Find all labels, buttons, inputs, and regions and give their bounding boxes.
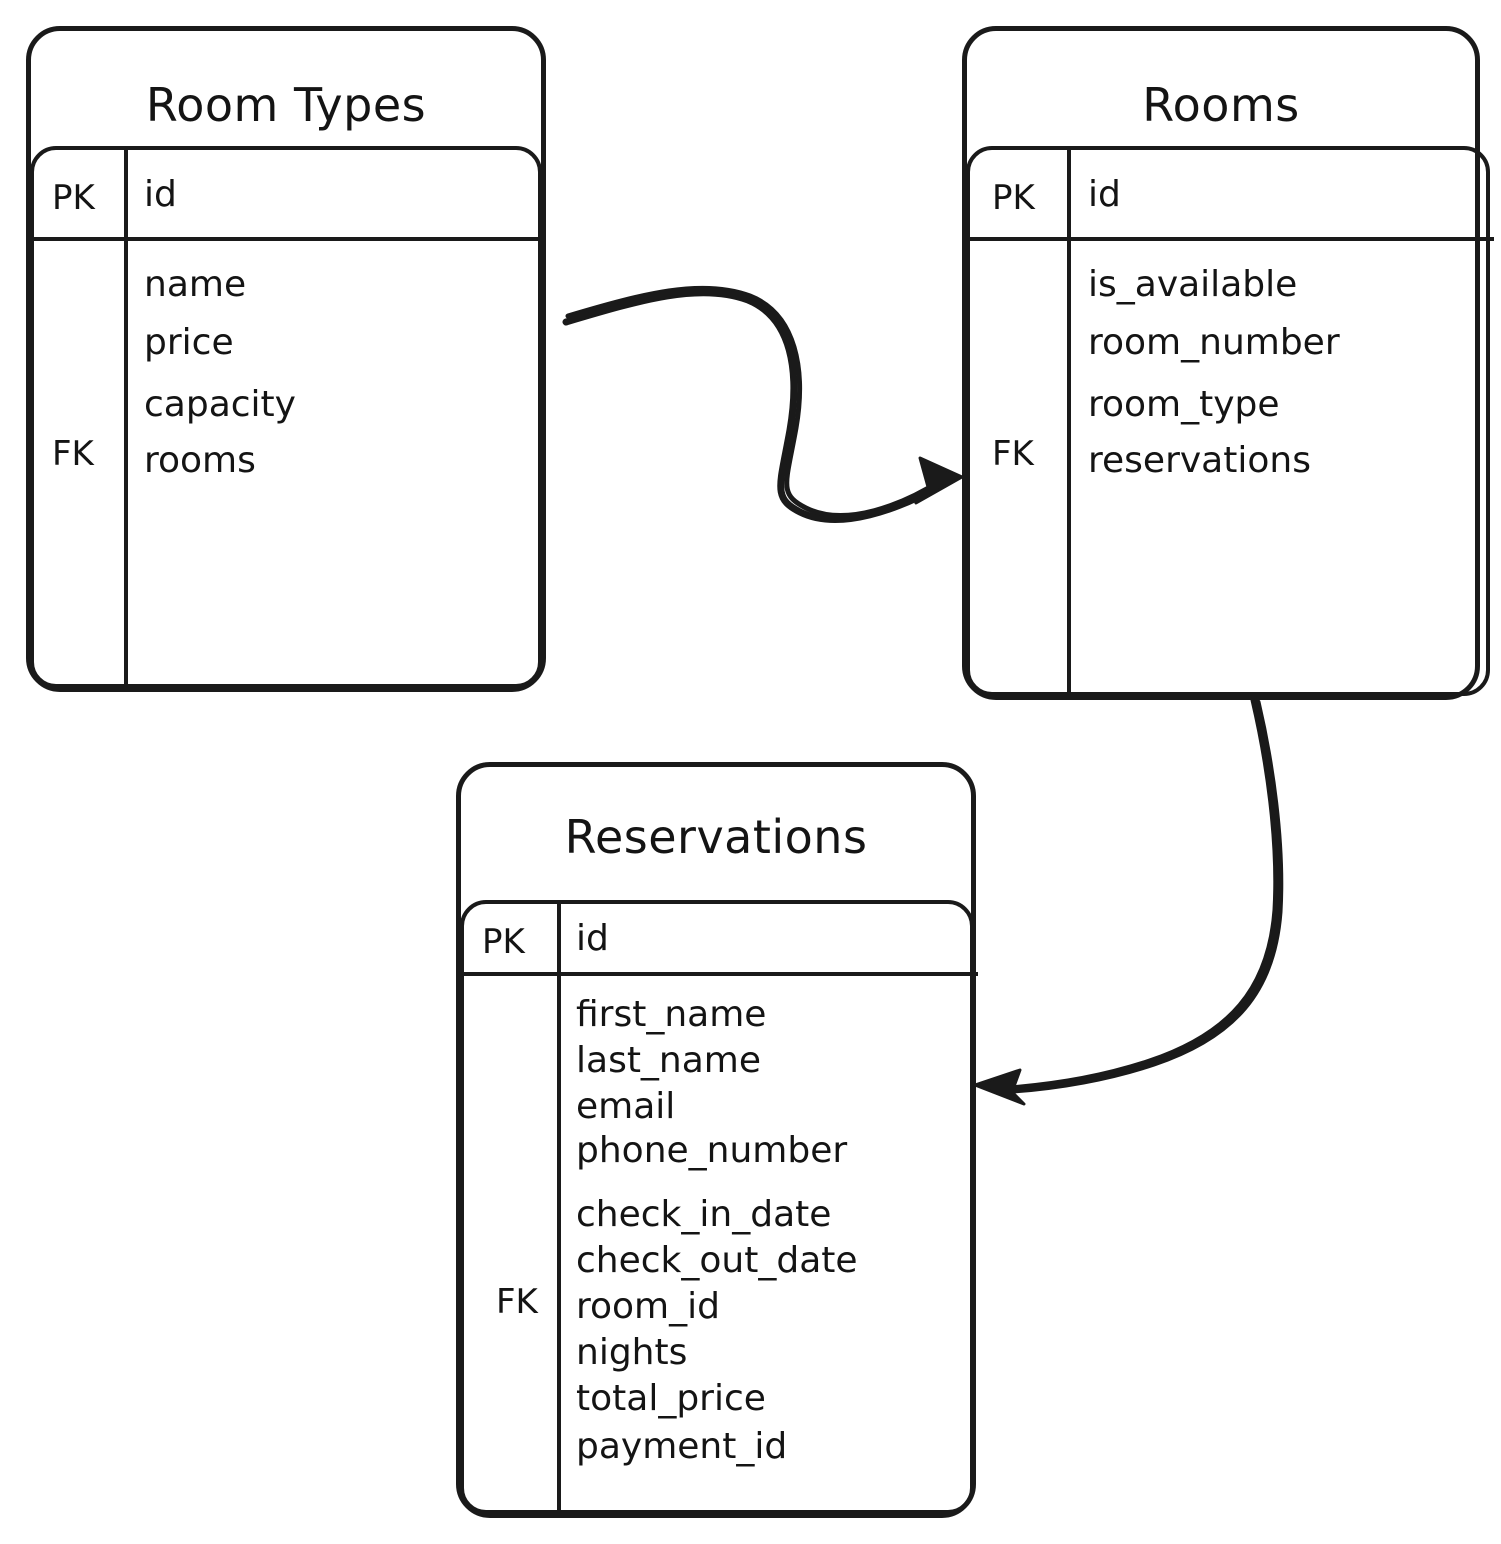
fk-badge: FK (52, 434, 94, 474)
pk-badge: PK (52, 178, 95, 218)
column-divider (124, 150, 128, 690)
field-id: id (576, 918, 609, 959)
fk-badge: FK (496, 1282, 538, 1322)
column-divider (1067, 150, 1071, 698)
pk-badge: PK (482, 922, 525, 962)
entity-reservations-title: Reservations (564, 810, 868, 864)
field-name: name (144, 264, 247, 305)
entity-rooms-title: Rooms (1142, 78, 1300, 132)
pk-badge: PK (992, 178, 1035, 218)
entity-room-types-attributes: PK id FK name price capacity rooms (30, 146, 546, 690)
field-room-id: room_id (576, 1286, 720, 1327)
entity-rooms[interactable]: Rooms PK id FK is_available room_number … (962, 26, 1494, 700)
column-divider (557, 904, 561, 1516)
entity-reservations-attributes: PK id FK first_name last_name email phon… (460, 900, 978, 1516)
pk-row-divider (970, 237, 1494, 241)
field-capacity: capacity (144, 384, 296, 425)
link-room-types-to-rooms (562, 285, 964, 523)
field-first-name: first_name (576, 994, 767, 1035)
field-room-number: room_number (1088, 322, 1340, 363)
field-payment-id: payment_id (576, 1426, 788, 1467)
entity-room-types[interactable]: Room Types PK id FK name price capacity … (26, 26, 546, 692)
entity-room-types-frame (26, 26, 546, 692)
pk-row-divider (464, 972, 978, 976)
field-total-price: total_price (576, 1378, 766, 1419)
field-check-in-date: check_in_date (576, 1194, 832, 1235)
field-rooms: rooms (144, 440, 256, 481)
entity-rooms-frame (962, 26, 1480, 700)
field-price: price (144, 322, 234, 363)
field-check-out-date: check_out_date (576, 1240, 858, 1281)
field-reservations: reservations (1088, 440, 1311, 481)
field-nights: nights (576, 1332, 688, 1373)
field-is-available: is_available (1088, 264, 1298, 305)
field-phone-number: phone_number (576, 1130, 848, 1171)
entity-reservations[interactable]: Reservations PK id FK first_name last_na… (456, 762, 978, 1518)
fk-badge: FK (992, 434, 1034, 474)
entity-rooms-attributes: PK id FK is_available room_number room_t… (966, 146, 1494, 698)
entity-room-types-title: Room Types (145, 78, 427, 132)
field-email: email (576, 1086, 676, 1127)
link-rooms-to-reservations (973, 696, 1284, 1106)
pk-row-divider (34, 237, 546, 241)
field-last-name: last_name (576, 1040, 762, 1081)
field-id: id (1088, 174, 1121, 215)
field-room-type: room_type (1088, 384, 1280, 425)
field-id: id (144, 174, 177, 215)
